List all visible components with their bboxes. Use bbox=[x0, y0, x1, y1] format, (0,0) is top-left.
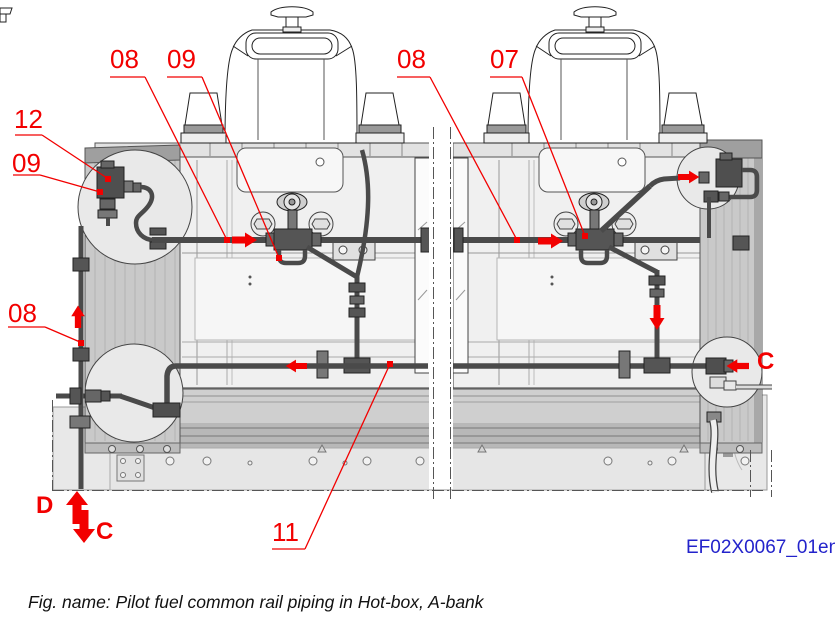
vent-cone-left-b bbox=[355, 92, 405, 144]
pipe-union bbox=[649, 288, 665, 298]
return-pipe-left bbox=[164, 363, 428, 404]
pilot-injector-left bbox=[265, 192, 322, 266]
connection-label-d: D bbox=[36, 492, 53, 519]
rail-clamp bbox=[453, 227, 464, 253]
pipe-clamp bbox=[72, 347, 90, 362]
centerlines bbox=[52, 127, 772, 500]
flow-arrow-down-c-icon bbox=[73, 510, 95, 543]
callout-08-left: 08 bbox=[8, 298, 37, 328]
pipe-clamp bbox=[149, 241, 167, 250]
center-break-gap bbox=[429, 140, 453, 489]
flow-arrow-up-d-icon bbox=[66, 491, 88, 524]
hotbox-column-right-engine bbox=[452, 157, 469, 374]
leader-lines bbox=[8, 76, 586, 550]
handwheel-right bbox=[573, 6, 617, 33]
valve-feed-diagonal-right bbox=[599, 183, 652, 234]
vent-cone-right-a bbox=[483, 92, 530, 144]
vent-cone-right-b bbox=[658, 92, 708, 144]
callout-08-top-mid: 08 bbox=[397, 44, 426, 74]
flow-arrows bbox=[66, 170, 749, 543]
rail-clamp bbox=[420, 227, 431, 253]
annotations: 08 09 08 07 12 09 08 11 D C C bbox=[8, 44, 774, 550]
valve-cover-left bbox=[215, 6, 365, 144]
pipe-tee bbox=[643, 357, 671, 374]
valve-feed-pipe-right bbox=[648, 175, 681, 188]
callout-07-top: 07 bbox=[490, 44, 519, 74]
pilot-pressure-valve-left bbox=[96, 160, 142, 226]
handwheel-left bbox=[270, 6, 314, 33]
pipe-bracket bbox=[69, 415, 91, 429]
drain-hose bbox=[709, 419, 718, 493]
supply-connection-detail-left bbox=[56, 387, 181, 418]
pipe-clamp bbox=[149, 227, 167, 236]
drawing-id: EF02X0067_01en bbox=[686, 537, 835, 558]
valve-cover-right bbox=[518, 6, 668, 144]
head-drain-pipe-left bbox=[354, 149, 371, 278]
callout-08-top-left: 08 bbox=[110, 44, 139, 74]
valve-outlet-s-pipe bbox=[133, 184, 155, 243]
callout-09-left: 09 bbox=[12, 148, 41, 178]
callout-11: 11 bbox=[272, 517, 299, 547]
pipe-union bbox=[349, 295, 365, 305]
pipe-clamp bbox=[618, 350, 631, 379]
hotbox-column-left-engine bbox=[414, 157, 431, 374]
pipe-union bbox=[648, 275, 666, 286]
figure-caption: Fig. name: Pilot fuel common rail piping… bbox=[28, 592, 485, 612]
pipe-union bbox=[348, 307, 366, 318]
pipe-union bbox=[348, 282, 366, 293]
callout-12: 12 bbox=[14, 104, 43, 134]
connection-label-c-right: C bbox=[757, 348, 774, 375]
injector-branch-right bbox=[607, 244, 659, 275]
injector-branch-left bbox=[305, 244, 359, 280]
callout-09-top-left: 09 bbox=[167, 44, 196, 74]
connection-label-c-bottom: C bbox=[96, 518, 113, 545]
pipe-clamp bbox=[72, 257, 90, 272]
leader-dots bbox=[78, 176, 588, 367]
clipped-handwheel-far-left bbox=[0, 7, 13, 23]
detail-circle-top-left bbox=[77, 149, 193, 265]
pilot-pressure-valve-right bbox=[698, 152, 760, 251]
